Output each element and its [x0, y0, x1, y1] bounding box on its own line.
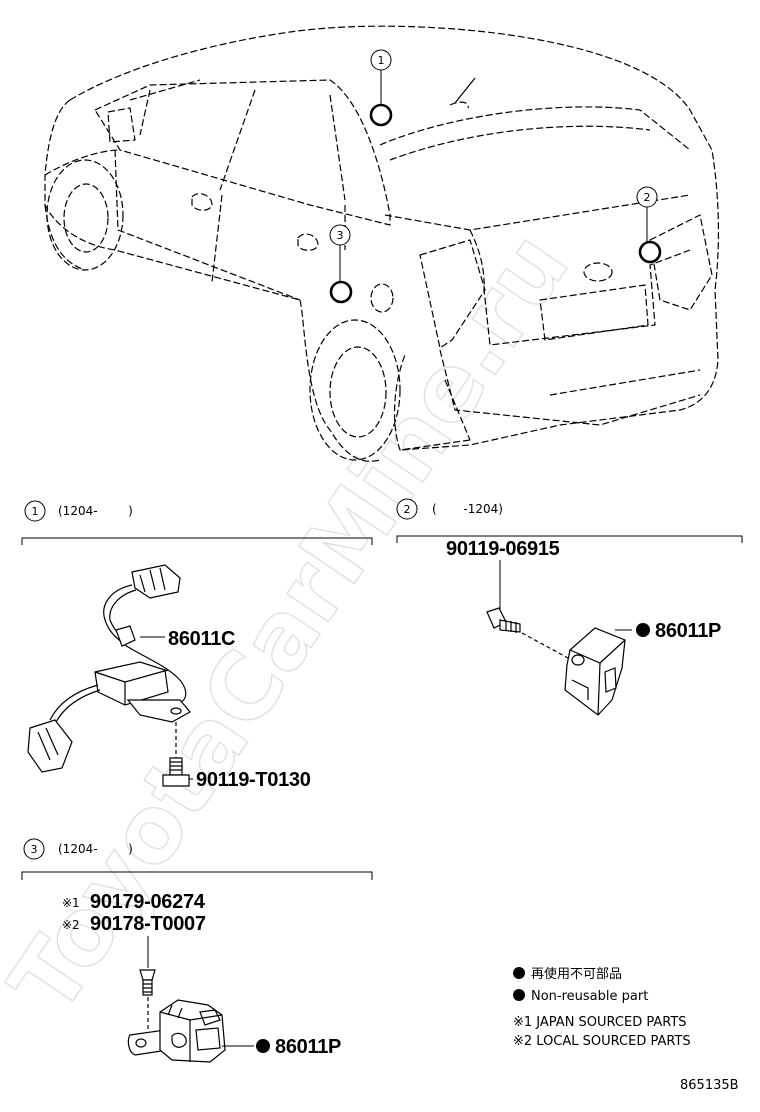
part-90119-06915-label[interactable]: 90119-06915	[446, 538, 560, 560]
car-callout-1: 1	[369, 49, 393, 127]
section-2-header: 2 ( -1204)	[396, 498, 743, 543]
part-86011P-label-s2[interactable]: 86011P	[655, 620, 721, 642]
legend-note-2: ※2 LOCAL SOURCED PARTS	[513, 1034, 691, 1049]
non-reusable-mark-legend-jp	[513, 967, 525, 979]
part-90179-06274-label[interactable]: 90179-06274	[90, 891, 206, 913]
svg-text:1: 1	[32, 505, 39, 518]
car-callout-3: 3	[329, 224, 353, 304]
part-90178-T0007-label[interactable]: 90178-T0007	[90, 913, 206, 935]
diagram-id: 865135B	[680, 1078, 739, 1093]
section-1-header: 1 (1204- )	[21, 500, 373, 545]
car-illustration	[44, 25, 720, 462]
legend-note-1: ※1 JAPAN SOURCED PARTS	[513, 1015, 687, 1030]
svg-text:(1204- ): (1204- )	[58, 842, 133, 856]
svg-text:2: 2	[404, 503, 411, 516]
legend-jp: 再使用不可部品	[531, 966, 622, 982]
section-2-sensor-drawing	[486, 607, 626, 716]
legend-en: Non-reusable part	[531, 989, 648, 1004]
svg-text:3: 3	[31, 843, 38, 856]
svg-text:1: 1	[378, 54, 385, 67]
note-mark-1: ※1	[62, 896, 80, 910]
section-3-header: 3 (1204- )	[21, 838, 373, 880]
note-mark-2: ※2	[62, 918, 80, 932]
section-1-sensor-drawing	[27, 564, 191, 787]
part-90119-T0130-label[interactable]: 90119-T0130	[196, 769, 311, 791]
part-86011C-label[interactable]: 86011C	[168, 628, 235, 650]
svg-text:3: 3	[337, 229, 344, 242]
svg-text:2: 2	[644, 191, 651, 204]
part-86011P-label-s3[interactable]: 86011P	[275, 1036, 341, 1058]
section-3-sensor-drawing	[127, 969, 226, 1063]
non-reusable-mark-s2	[636, 623, 650, 637]
non-reusable-mark-s3	[256, 1039, 270, 1053]
svg-text:(1204- ): (1204- )	[58, 504, 133, 518]
car-callout-2: 2	[636, 186, 662, 264]
legend: 再使用不可部品 Non-reusable part ※1 JAPAN SOURC…	[513, 966, 691, 1049]
svg-text:( -1204): ( -1204)	[432, 502, 503, 516]
non-reusable-mark-legend-en	[513, 989, 525, 1001]
